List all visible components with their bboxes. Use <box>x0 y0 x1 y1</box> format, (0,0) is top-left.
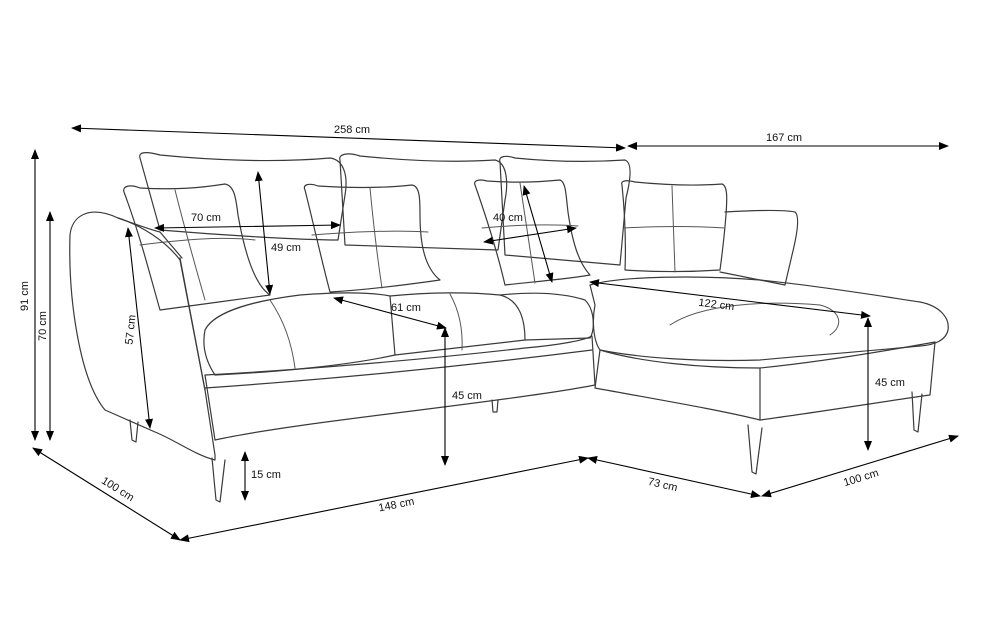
dim-line-258 <box>71 124 626 152</box>
pillow-center-seam-h <box>311 230 429 236</box>
dim-line-40 <box>483 225 577 245</box>
pillow-left-seam-h <box>139 237 256 246</box>
label-70-cushion: 70 cm <box>191 212 221 224</box>
dim-line-122 <box>589 279 871 319</box>
label-15: 15 cm <box>251 469 281 481</box>
seat-cushion-left-seam <box>269 299 296 369</box>
label-167: 167 cm <box>766 132 802 144</box>
dim-line-148 <box>179 455 589 543</box>
pillow-center <box>303 183 441 293</box>
dim-line-70-cushion <box>154 221 341 232</box>
dimension-lines <box>31 124 959 543</box>
left-arm-inner <box>179 257 206 391</box>
pillow-right-seam-h <box>481 224 579 229</box>
label-148: 148 cm <box>378 496 416 515</box>
dim-line-40-vertical <box>522 185 554 283</box>
pillow-chaise-seam <box>671 185 676 273</box>
label-45-main: 45 cm <box>452 390 482 402</box>
chaise-seat-seam <box>669 302 840 336</box>
pillow-right <box>474 179 591 286</box>
label-45-chaise: 45 cm <box>875 377 905 389</box>
dim-line-73 <box>587 456 761 498</box>
label-100-left: 100 cm <box>99 475 136 504</box>
chaise-back-cushion <box>719 209 799 286</box>
pillow-chaise-seam-h <box>623 226 726 229</box>
dimension-labels: 258 cm 167 cm 91 cm 70 cm 57 cm 49 cm 70… <box>19 124 905 514</box>
chaise-seat <box>589 276 949 362</box>
label-40: 40 cm <box>493 212 523 224</box>
left-arm <box>69 211 216 461</box>
chaise-base-right <box>759 341 936 421</box>
label-70-back: 70 cm <box>37 311 49 341</box>
leg-middle <box>491 399 499 413</box>
leg-chaise-front <box>747 424 763 475</box>
dim-line-61 <box>333 296 447 330</box>
seat-cushion-left <box>203 292 396 376</box>
seat-cushion-middle-seam <box>449 293 463 351</box>
front-rail <box>204 335 596 441</box>
leg-left-back <box>129 419 139 443</box>
leg-left-front <box>211 457 226 503</box>
label-49: 49 cm <box>271 242 301 254</box>
label-57: 57 cm <box>123 314 138 345</box>
label-61: 61 cm <box>391 302 421 314</box>
pillow-center-seam <box>369 187 383 289</box>
sofa-outline <box>69 152 949 503</box>
label-73: 73 cm <box>647 476 679 494</box>
label-122: 122 cm <box>698 297 735 313</box>
pillow-left-seam <box>174 189 206 301</box>
front-rail-top <box>204 349 593 389</box>
back-cushion-middle <box>339 153 508 251</box>
label-100-right: 100 cm <box>842 467 880 489</box>
label-91: 91 cm <box>19 281 31 311</box>
pillow-chaise <box>621 180 728 273</box>
pillow-left <box>123 183 271 311</box>
dim-line-100-left <box>32 447 181 541</box>
leg-chaise-right <box>911 391 923 433</box>
dim-line-49 <box>254 171 274 295</box>
dim-line-100-right <box>761 434 959 498</box>
dim-line-57 <box>125 227 153 429</box>
seat-cushion-right <box>499 292 594 341</box>
left-arm-top <box>117 217 183 259</box>
label-258: 258 cm <box>334 124 370 136</box>
back-cushion-right <box>499 155 631 266</box>
